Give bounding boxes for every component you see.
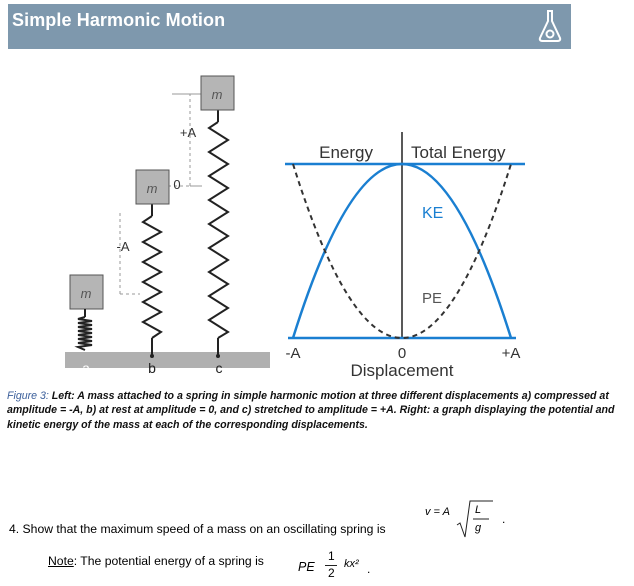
pe-label: PE: [422, 290, 442, 307]
spring-c-letter: c: [216, 360, 223, 376]
note-line: Note: The potential energy of a spring i…: [48, 554, 264, 568]
x-axis-label: Displacement: [351, 361, 454, 380]
spring-a: [74, 316, 93, 351]
speed-formula-numerator: L: [475, 504, 482, 516]
mass-c-label: m: [212, 87, 223, 102]
note-text: : The potential energy of a spring is: [73, 554, 264, 568]
pe-formula-rhs: kx²: [344, 558, 359, 570]
pe-formula-numerator: 1: [328, 549, 335, 563]
energy-label: Energy: [319, 143, 373, 162]
page-title: Simple Harmonic Motion: [12, 10, 226, 30]
spring-a-letter: a: [82, 360, 90, 376]
caption-text: Left: A mass attached to a spring in sim…: [7, 390, 615, 431]
spring-b-letter: b: [148, 360, 156, 376]
total-energy-label: Total Energy: [411, 143, 506, 162]
speed-formula-denominator: g: [475, 522, 482, 534]
speed-formula-lhs: v = A: [425, 506, 450, 518]
zero-label: 0: [173, 177, 180, 192]
caption-label: Figure 3:: [7, 390, 49, 402]
plus-a-label: +A: [180, 125, 197, 140]
figure-caption: Figure 3: Left: A mass attached to a spr…: [7, 389, 627, 432]
pe-formula-lhs: PE: [298, 560, 315, 574]
x-tick-plus-a: +A: [502, 345, 521, 362]
mass-a-label: m: [81, 286, 92, 301]
speed-formula-period: .: [502, 512, 506, 526]
minus-a-label: -A: [117, 239, 130, 254]
spring-c: [207, 121, 230, 339]
displacement-guides: [119, 94, 191, 295]
pe-fraction-bar: [325, 565, 337, 566]
spring-b: [140, 215, 164, 339]
page-header: Simple Harmonic Motion: [8, 4, 571, 49]
flask-icon: [538, 10, 562, 42]
question-4: 4. Show that the maximum speed of a mass…: [9, 522, 386, 536]
pe-formula-denominator: 2: [328, 566, 335, 580]
pe-formula-period: .: [367, 562, 371, 576]
shm-figure: m m m +A -A 0 a b c Energy Total Energy …: [0, 66, 634, 386]
mass-c: [200, 75, 235, 111]
x-tick-zero: 0: [398, 345, 406, 362]
note-label: Note: [48, 554, 74, 568]
mass-a: [69, 274, 104, 310]
sqrt-symbol: [456, 500, 493, 538]
ke-curve: [291, 162, 513, 339]
mass-b-label: m: [147, 181, 158, 196]
x-tick-minus-a: -A: [286, 345, 301, 362]
mass-b: [135, 169, 170, 205]
ground-bar: [65, 352, 270, 368]
ke-label: KE: [422, 205, 443, 222]
